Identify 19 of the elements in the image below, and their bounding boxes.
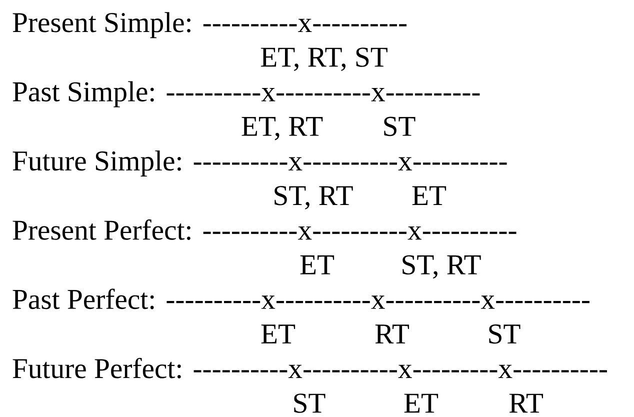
timeline-text: Past Simple: ----------x----------x----------: [12, 81, 480, 108]
time-point-label: ST: [384, 116, 416, 136]
time-point-label: ET: [404, 394, 438, 413]
time-point-label: ST, RT: [274, 186, 353, 210]
time-point-label: ST, RT: [402, 255, 481, 279]
time-point-label: ET: [412, 186, 446, 205]
time-point-label: ST: [489, 324, 520, 344]
time-point-label: ET: [261, 324, 296, 344]
time-point-label: ET: [300, 255, 334, 274]
timeline-text: Past Perfect: ----------x----------x----------x----------: [12, 288, 590, 310]
time-point-label: RT: [509, 394, 543, 413]
time-point-label: ET, RT: [242, 117, 323, 140]
time-point-label: ET, RT, ST: [260, 48, 388, 71]
time-point-label: ST: [294, 394, 326, 413]
time-point-label: RT: [375, 324, 409, 344]
timeline-text: Present Perfect: ----------x----------x----------: [12, 219, 516, 240]
timeline-text: Future Simple: ----------x----------x----------: [12, 150, 507, 176]
timeline-text: Present Simple: ----------x----------: [12, 12, 407, 38]
timeline-text: Future Perfect: ----------x----------x---------x----------: [12, 358, 607, 378]
